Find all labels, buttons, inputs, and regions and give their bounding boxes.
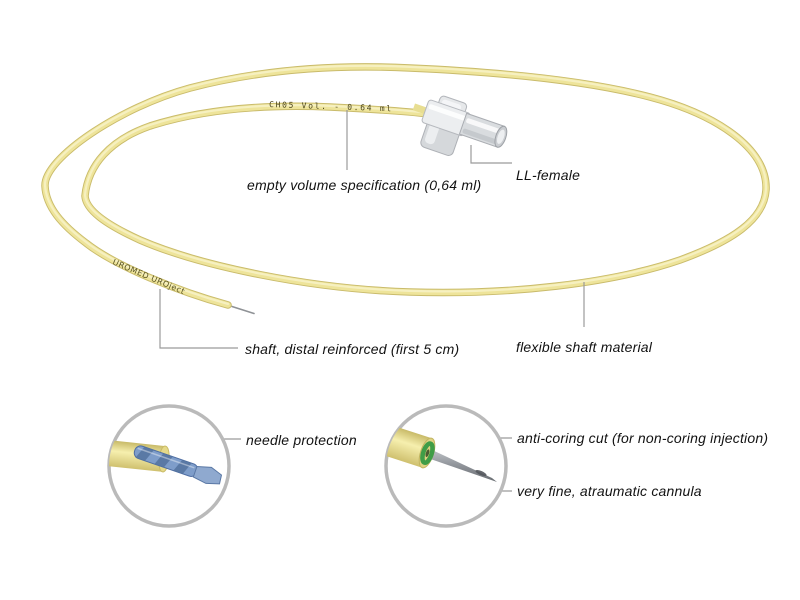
detail-tube: [386, 420, 436, 469]
sleeve-paddle-tip: [192, 466, 223, 485]
leader-ll-female: [470, 145, 512, 164]
cannula-view: [386, 420, 497, 482]
sleeve-highlight: [137, 447, 195, 469]
tube-volume-print: CH05 Vol. - 0.64 ml: [269, 100, 393, 113]
label-flexible-shaft: flexible shaft material: [516, 339, 653, 355]
detail-circle-needle-protection: [107, 404, 231, 528]
sleeve-twist-1: [135, 446, 154, 461]
anti-coring-bevel: [475, 470, 487, 476]
label-anti-coring: anti-coring cut (for non-coring injectio…: [517, 430, 769, 446]
detail-circle-cannula: [384, 404, 508, 528]
label-shaft-distal: shaft, distal reinforced (first 5 cm): [245, 341, 460, 357]
sleeve-twist-2: [154, 453, 173, 468]
leader-shaft-distal: [159, 289, 238, 349]
sleeve-twist-3: [173, 459, 192, 474]
ll-female-connector: [412, 95, 508, 156]
detail-circle-border: [384, 404, 508, 528]
label-needle-protection: needle protection: [246, 432, 357, 448]
connector-barrel-shade: [462, 128, 498, 145]
label-empty-volume: empty volume specification (0,64 ml): [247, 177, 482, 193]
needle-protection-view: [109, 439, 223, 485]
tube-brand-print: UROMED UROject: [111, 258, 186, 297]
label-cannula: very fine, atraumatic cannula: [517, 483, 702, 499]
needle-protection-sleeve: [133, 445, 223, 485]
detail-tube-body: [386, 420, 432, 468]
detail-tube-body: [109, 439, 166, 472]
distal-cannula-tip: [231, 305, 255, 315]
connector-opening-lumen: [496, 129, 505, 144]
connector-barrel-highlight: [466, 118, 501, 134]
label-ll-female: LL-female: [516, 167, 581, 183]
connector-wing-bottom-face: [425, 122, 440, 145]
cannula-exit-hole: [425, 449, 430, 457]
connector-hub-highlight: [428, 104, 467, 121]
